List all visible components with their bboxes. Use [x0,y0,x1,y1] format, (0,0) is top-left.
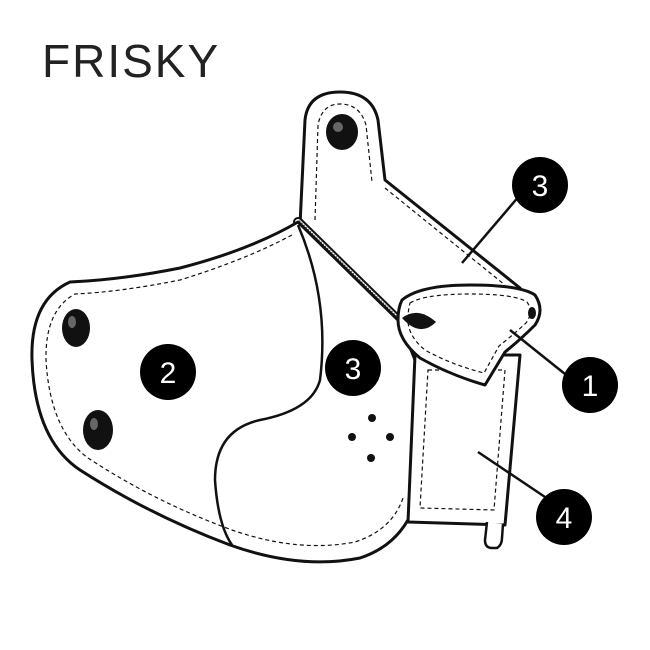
brand-title: FRISKY [42,35,221,87]
callout-1: 1 [562,357,618,413]
snap-icon [402,312,436,330]
top-strap [298,90,522,327]
side-rivet-icon [83,410,113,450]
svg-text:3: 3 [345,353,362,386]
svg-text:2: 2 [160,357,177,390]
callout-2: 2 [140,344,196,400]
callout-3-panel: 3 [325,340,381,396]
breathing-holes-icon [348,414,394,462]
svg-text:1: 1 [582,370,599,403]
svg-text:4: 4 [556,502,573,535]
buckle-flap [396,283,542,387]
callout-3-strap: 3 [512,157,568,213]
muzzle-body [30,220,417,564]
side-rivet-icon [62,309,90,347]
top-rivet-icon [326,114,358,150]
svg-text:3: 3 [532,170,549,203]
callout-4: 4 [536,489,592,545]
leader-lines [461,194,571,499]
cheek-strap [406,353,522,550]
